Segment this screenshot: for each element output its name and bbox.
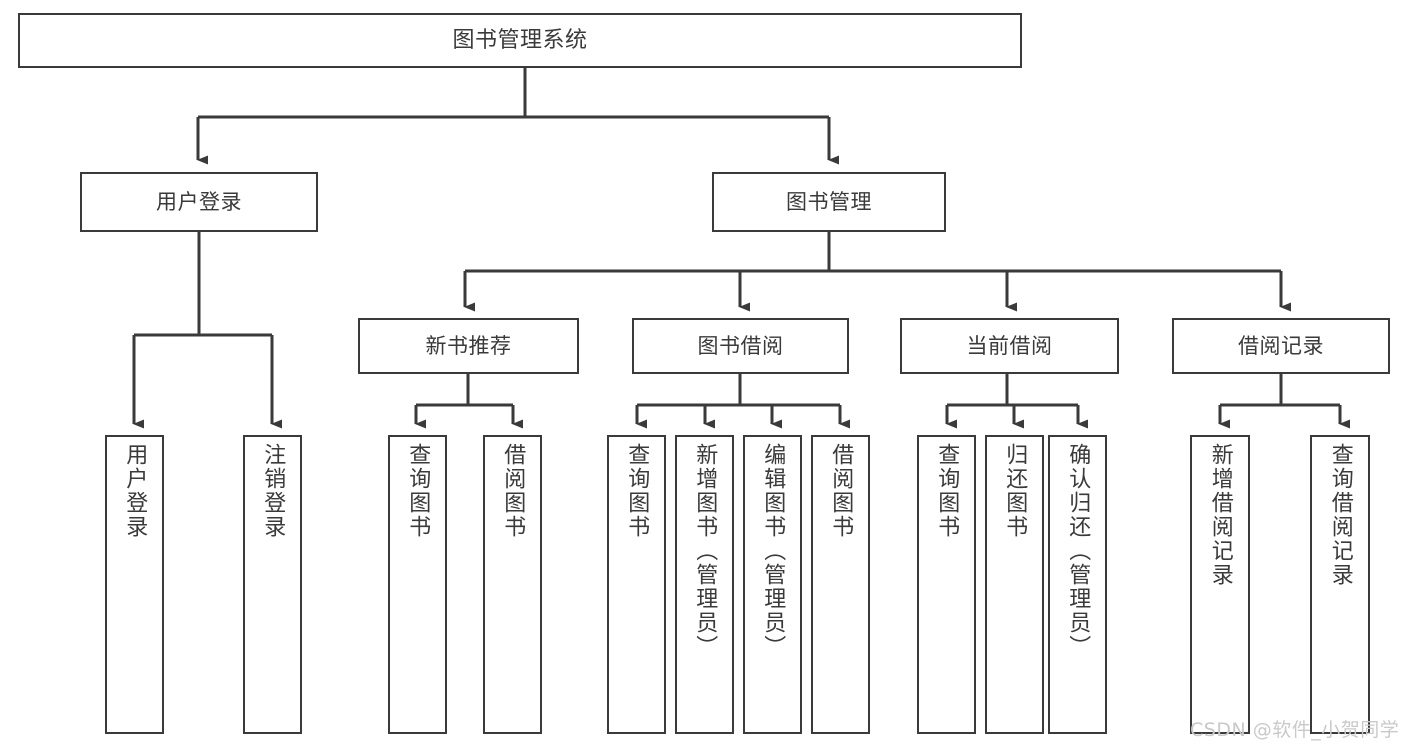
node-borrow-record[interactable]: 借阅记录 [1172,318,1390,374]
node-leaf-add-book[interactable]: 新增图书（管理员） [675,435,734,734]
node-leaf-query-book-3-label: 查询图书 [934,443,960,539]
node-new-book-recommend-label: 新书推荐 [425,333,512,358]
node-book-manage[interactable]: 图书管理 [712,172,946,232]
node-leaf-query-book-3[interactable]: 查询图书 [917,435,976,734]
node-leaf-user-logout[interactable]: 注销登录 [243,435,302,734]
node-leaf-confirm-return-label: 确认归还（管理员） [1065,443,1091,659]
node-leaf-return-book-label: 归还图书 [1002,443,1028,539]
node-leaf-query-book-1-label: 查询图书 [405,443,431,539]
node-leaf-user-login[interactable]: 用户登录 [105,435,164,734]
node-book-manage-label: 图书管理 [786,189,872,214]
node-leaf-query-book-1[interactable]: 查询图书 [388,435,447,734]
node-leaf-edit-book[interactable]: 编辑图书（管理员） [743,435,802,734]
node-leaf-add-borrow-record[interactable]: 新增借阅记录 [1190,435,1250,734]
node-leaf-user-logout-label: 注销登录 [260,443,286,539]
node-leaf-borrow-book-1-label: 借阅图书 [500,443,526,539]
node-leaf-confirm-return[interactable]: 确认归还（管理员） [1048,435,1107,734]
node-root-label: 图书管理系统 [452,27,588,53]
node-borrow-record-label: 借阅记录 [1238,333,1324,358]
node-leaf-query-borrow-record-label: 查询借阅记录 [1327,443,1353,587]
node-user-login-label: 用户登录 [156,189,242,214]
node-book-borrow-label: 图书借阅 [697,333,784,358]
node-leaf-add-borrow-record-label: 新增借阅记录 [1207,443,1233,587]
node-book-borrow[interactable]: 图书借阅 [632,318,849,374]
node-current-borrow-label: 当前借阅 [966,333,1053,358]
node-leaf-edit-book-label: 编辑图书（管理员） [760,443,786,659]
csdn-watermark: CSDN @软件_小贺同学 [1190,719,1400,741]
node-current-borrow[interactable]: 当前借阅 [900,318,1119,374]
node-user-login[interactable]: 用户登录 [80,172,318,232]
node-leaf-query-borrow-record[interactable]: 查询借阅记录 [1310,435,1370,734]
node-leaf-query-book-2-label: 查询图书 [624,443,650,539]
node-leaf-borrow-book-2[interactable]: 借阅图书 [811,435,870,734]
node-leaf-borrow-book-1[interactable]: 借阅图书 [483,435,542,734]
node-leaf-return-book[interactable]: 归还图书 [985,435,1044,734]
node-leaf-borrow-book-2-label: 借阅图书 [828,443,854,539]
node-new-book-recommend[interactable]: 新书推荐 [358,318,579,374]
node-leaf-add-book-label: 新增图书（管理员） [692,443,718,659]
node-leaf-query-book-2[interactable]: 查询图书 [607,435,666,734]
node-root[interactable]: 图书管理系统 [18,13,1022,68]
node-leaf-user-login-label: 用户登录 [122,443,148,539]
